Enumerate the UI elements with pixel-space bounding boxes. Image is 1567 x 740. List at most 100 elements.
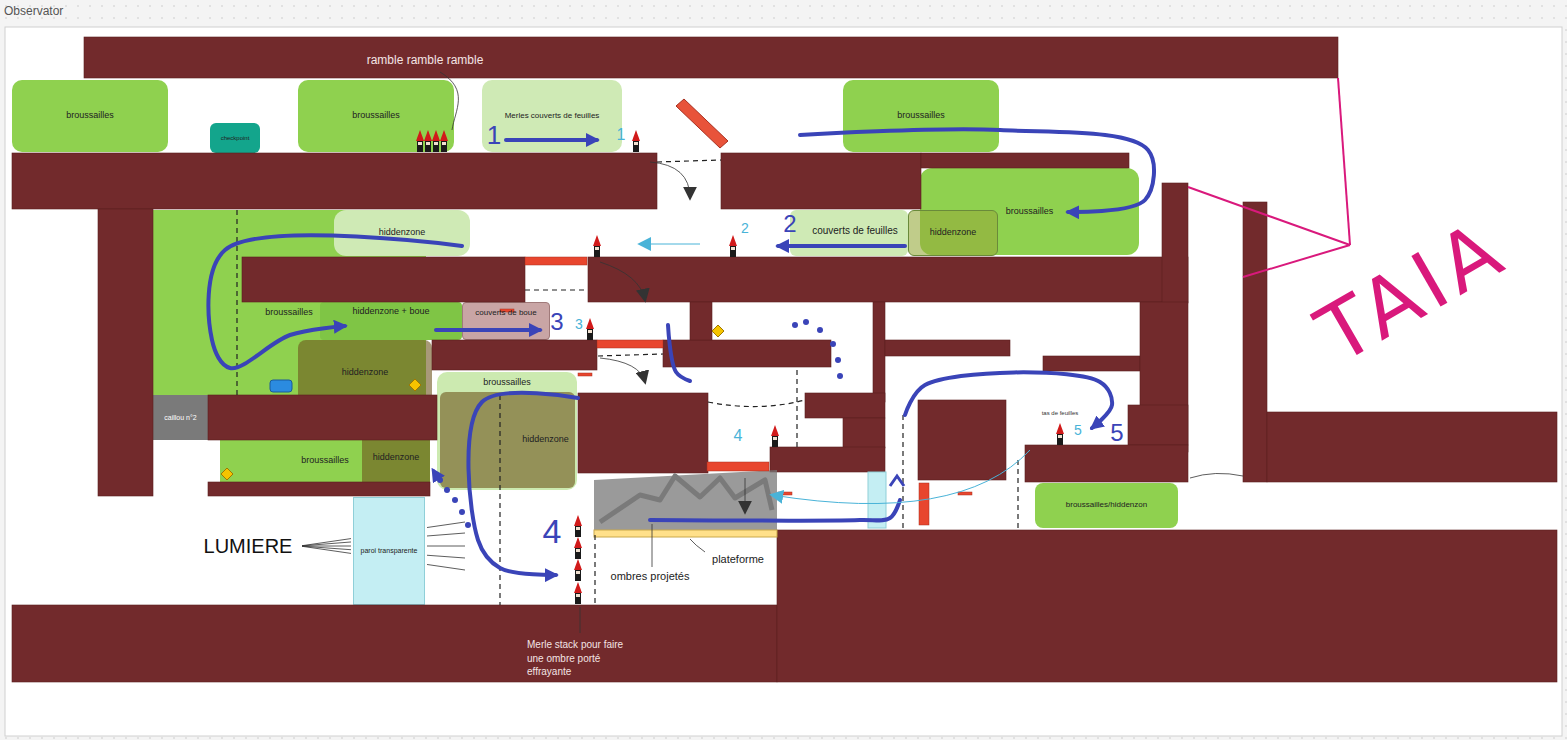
platform-label: plateforme [712,553,764,565]
zone-label: Merles couverts de feuilles [505,112,600,121]
zone-label: broussailles [66,111,114,121]
zone-label: hiddenzone [522,435,569,445]
note: ramble ramble ramble [367,54,484,67]
door-bar [578,373,592,376]
zone-label: hiddenzone [379,228,426,238]
bush-zone: broussailles [12,80,168,152]
route-dot [792,322,798,328]
zone-label: broussailles [352,111,400,121]
wall [873,302,885,402]
door-bar [958,492,972,495]
wall [663,340,831,367]
collectible-diamond [221,468,233,480]
dashed-boundary [525,289,588,290]
zone-label: broussailles [1006,207,1054,217]
wall [918,400,1006,480]
door-bar [707,462,769,471]
checkpoint-box: checkpoint [210,123,260,153]
route-arrow [433,470,438,478]
route-dot [803,319,809,325]
merle-figure [574,515,582,537]
bush-zone: broussailleshiddenzone [437,372,577,490]
route-dot [835,357,841,363]
hidden-zone: hiddenzone [440,392,575,488]
gaze-arrow [772,450,1030,504]
dashed-boundary [657,160,721,162]
wall [208,395,437,440]
leader-line [690,539,705,552]
collectible-diamond [712,325,724,337]
leaf-cover-zone: couverts de feuilles [790,210,908,256]
zone-label: broussailles [265,308,313,318]
wall [12,605,777,682]
bush-zone: broussailles [843,80,999,152]
merle-figure [574,559,582,581]
merle-figure [729,235,737,257]
jump-arc [745,478,746,512]
zone-label: broussailles [301,456,349,466]
leader-line [652,524,653,567]
shadow-scribble [600,476,772,522]
shadow-label: ombres projetés [611,570,690,582]
zone-label: hiddenzone [342,368,389,378]
wall [885,340,1010,356]
zone-label: checkpoint [221,135,250,142]
route-dot [459,509,465,515]
merle-figure [416,130,424,152]
merle-figure [440,130,448,152]
wall [777,530,1557,682]
door-bar [525,257,587,265]
light-ray [427,555,465,558]
wall [98,209,153,496]
wall [1267,412,1557,482]
merle-figure [574,582,582,604]
route-dot [465,522,471,528]
collectible-diamond [409,379,421,391]
route-dot [452,497,458,503]
callout-number: 2 [783,211,796,237]
merle-figure [593,235,601,257]
gaze-arrow [640,244,700,245]
dashed-boundary [594,535,595,605]
dashed-boundary [598,354,663,356]
callout-number: 1 [487,121,501,150]
dashed-boundary [499,395,500,605]
route-arrow [436,328,540,332]
wall [84,37,1338,78]
zone-label: caillou n°2 [164,414,196,422]
door-bar [500,309,514,312]
watermark: TAIA [1304,204,1521,380]
route-arrow [668,325,690,381]
hidden-mud-zone: hiddenzone + boue [320,302,462,340]
canvas-panel [5,27,1562,736]
merle-figure [1056,423,1064,445]
merle-figure [574,537,582,559]
door-bar [597,340,663,348]
route-arrow [778,244,905,248]
route-dot [444,487,450,493]
bush-zone: broussailles/hiddenzon [1035,483,1178,528]
wall [843,418,885,448]
light-ray [427,546,465,547]
wall [721,153,921,209]
mud-cover-zone: couverts de boue [462,302,550,340]
callout-number: 4 [734,427,743,445]
wall [1043,356,1140,371]
wall [578,393,708,473]
light-ray [427,564,465,570]
route-arrow [800,129,1154,212]
route-arrow [905,372,1112,428]
light-ray [427,522,465,528]
wall [588,257,1188,302]
callout-number: 4 [543,513,562,550]
light-label: LUMIERE [204,535,293,557]
route-dot [830,341,836,347]
dashed-boundary [1017,460,1018,528]
light-ray [302,542,351,546]
hidden-zone: hiddenzone [908,210,998,256]
leader-line [580,607,581,633]
platform [594,530,777,537]
route-dot [817,327,823,333]
wall [690,302,712,340]
